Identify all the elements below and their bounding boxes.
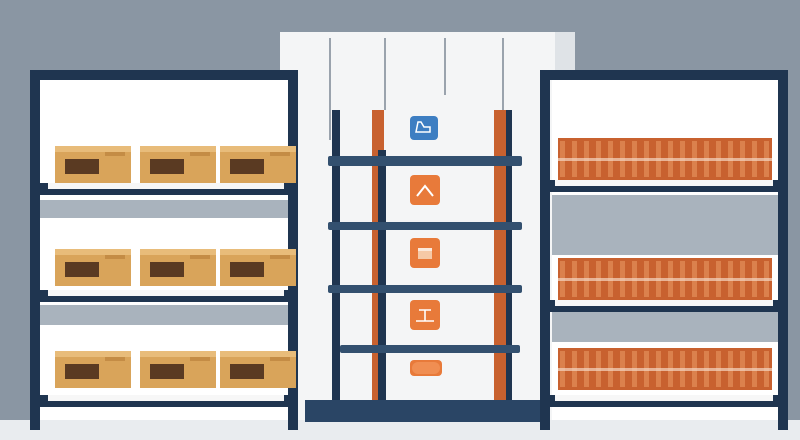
- right-shelf-lip: [555, 180, 773, 186]
- cardboard-box: [220, 249, 296, 286]
- floor: [0, 420, 800, 440]
- right-rack-post: [778, 70, 788, 430]
- cardboard-box: [55, 249, 131, 286]
- crate-stack: [558, 348, 772, 390]
- box-icon: [410, 238, 440, 268]
- center-post-dark: [378, 150, 386, 400]
- right-stacks: [558, 138, 772, 390]
- cardboard-box: [220, 146, 296, 183]
- left-rack: [30, 70, 298, 430]
- right-rack-top-beam: [540, 70, 788, 80]
- center-shelves: [328, 156, 522, 353]
- cardboard-box: [140, 249, 216, 286]
- right-rack-back-gap-1: [552, 195, 778, 255]
- pill-icon: [410, 360, 442, 376]
- center-shelving-unit: [305, 110, 547, 422]
- cardboard-box: [55, 351, 131, 388]
- left-rack-top-beam: [30, 70, 298, 80]
- left-shelf-lip: [48, 183, 284, 189]
- left-rack-back-gap-1: [40, 200, 290, 218]
- cardboard-box: [140, 146, 216, 183]
- crate-stack: [558, 258, 772, 300]
- right-shelf-lip: [555, 300, 773, 306]
- cardboard-box: [140, 351, 216, 388]
- cardboard-box: [220, 351, 296, 388]
- arrow-icon: [410, 175, 440, 205]
- right-rack-back-gap-2: [552, 312, 778, 342]
- hanging-rods: [329, 38, 504, 140]
- right-rack-post: [540, 70, 550, 430]
- scale-icon: [410, 300, 440, 330]
- left-shelf-lip: [48, 290, 284, 296]
- cardboard-box: [55, 146, 131, 183]
- left-boxes: [55, 146, 296, 388]
- center-base: [305, 400, 547, 422]
- center-icons: [410, 116, 442, 376]
- right-shelf-lip: [555, 395, 773, 401]
- left-shelf-lip: [48, 395, 284, 401]
- forklift-icon: [410, 116, 438, 140]
- crate-stack: [558, 138, 772, 180]
- left-rack-post: [30, 70, 40, 430]
- center-post-left: [332, 110, 340, 400]
- center-post-right: [506, 110, 512, 400]
- left-rack-back-gap-2: [40, 305, 290, 325]
- right-rack: [540, 70, 788, 430]
- center-post-orange-right: [494, 110, 506, 400]
